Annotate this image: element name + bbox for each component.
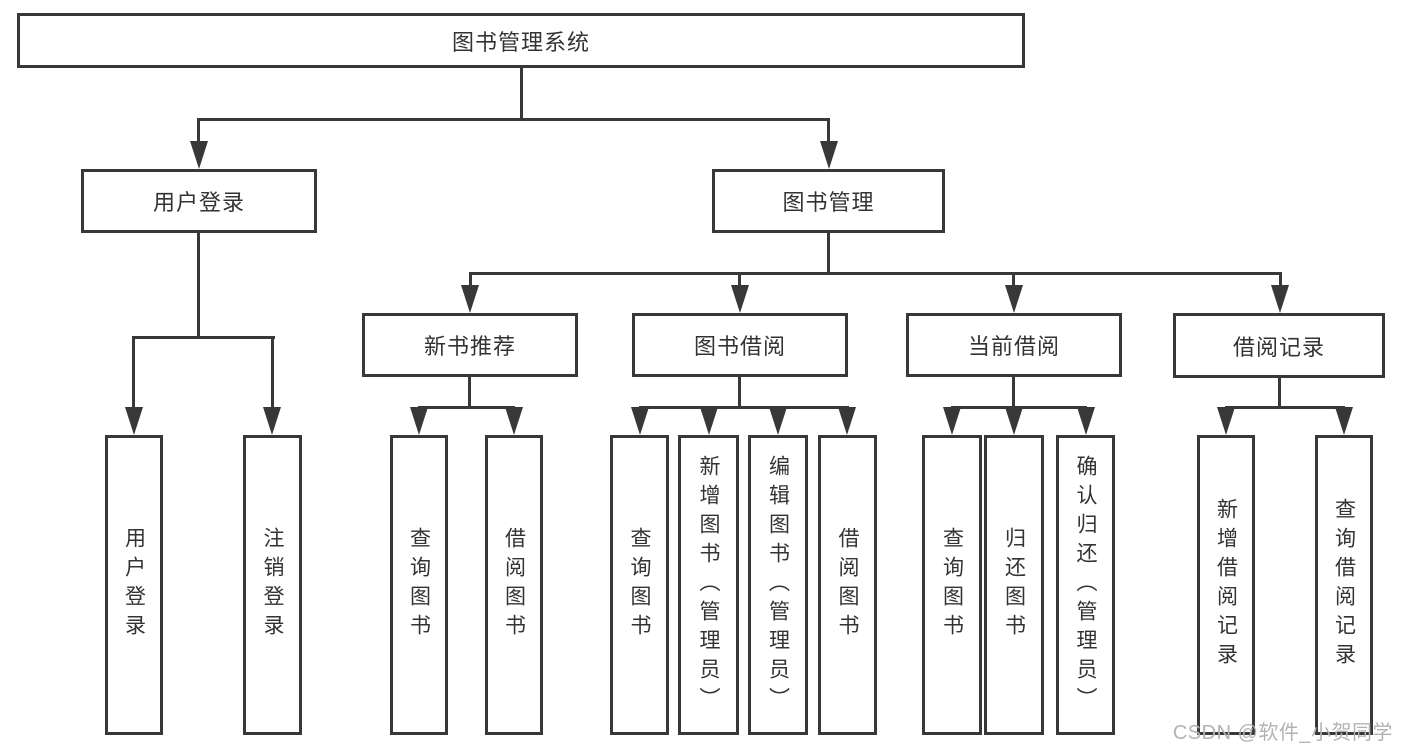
leaf-borrow-books-1-label: 借阅图书 (502, 527, 526, 643)
arrow-into-confirm-return (1077, 407, 1095, 435)
arrow-into-edit-books (769, 407, 787, 435)
arrow-into-borrow-books-2 (838, 407, 856, 435)
node-book-management-label: 图书管理 (782, 190, 875, 215)
arrow-into-query-books-1 (410, 407, 428, 435)
arrow-into-user-login (190, 141, 208, 169)
connector-book-mgmt-down (827, 233, 830, 275)
node-current-borrowing: 当前借阅 (906, 313, 1122, 377)
leaf-query-books-2: 查询图书 (610, 435, 669, 735)
connector-stem-borrow-records (1279, 272, 1282, 289)
leaf-edit-books-admin: 编辑图书（管理员） (748, 435, 808, 735)
connector-borrow-records-down (1278, 378, 1281, 409)
connector-user-login-down (197, 233, 200, 339)
arrow-into-current-borrow (1005, 285, 1023, 313)
connector-new-books-down (468, 377, 471, 409)
node-root-label: 图书管理系统 (451, 29, 590, 55)
leaf-query-borrow-record-label: 查询借阅记录 (1332, 498, 1356, 672)
arrow-into-return-books (1005, 407, 1023, 435)
node-new-book-recommend-label: 新书推荐 (423, 334, 516, 359)
leaf-query-books-3-label: 查询图书 (940, 527, 964, 643)
leaf-edit-books-admin-label: 编辑图书（管理员） (766, 454, 790, 716)
connector-stem-logout-leaf (271, 336, 274, 411)
leaf-return-books-label: 归还图书 (1002, 527, 1026, 643)
leaf-borrow-books-1: 借阅图书 (485, 435, 543, 735)
arrow-into-borrow-records (1271, 285, 1289, 313)
leaf-confirm-return-admin: 确认归还（管理员） (1056, 435, 1115, 735)
connector-level3-branch (469, 272, 1282, 275)
connector-new-books-branch (418, 406, 515, 409)
leaf-add-borrow-record: 新增借阅记录 (1197, 435, 1255, 735)
node-book-management: 图书管理 (712, 169, 945, 233)
arrow-into-borrow-books-1 (505, 407, 523, 435)
connector-current-borrow-down (1012, 377, 1015, 409)
leaf-add-books-admin-label: 新增图书（管理员） (697, 454, 720, 716)
arrow-into-new-books (461, 285, 479, 313)
arrow-into-query-record (1335, 407, 1353, 435)
connector-stem-book-mgmt (827, 118, 830, 145)
arrow-into-login-leaf (125, 407, 143, 435)
connector-level2-branch (197, 118, 830, 121)
csdn-watermark: CSDN @软件_小贺同学 (1172, 722, 1393, 744)
leaf-query-borrow-record: 查询借阅记录 (1315, 435, 1373, 735)
arrow-into-query-books-3 (943, 407, 961, 435)
node-user-login: 用户登录 (81, 169, 317, 233)
leaf-user-login: 用户登录 (105, 435, 163, 735)
node-current-borrowing-label: 当前借阅 (967, 334, 1060, 359)
node-root: 图书管理系统 (17, 13, 1025, 68)
node-book-borrowing: 图书借阅 (632, 313, 848, 377)
connector-stem-user-login (197, 118, 200, 145)
leaf-query-books-2-label: 查询图书 (628, 527, 651, 643)
leaf-borrow-books-2-label: 借阅图书 (836, 527, 859, 643)
leaf-query-books-1-label: 查询图书 (407, 527, 431, 643)
connector-root-down (520, 68, 523, 120)
connector-user-login-branch (133, 336, 275, 339)
connector-stem-new-books (469, 272, 472, 289)
node-borrowing-records-label: 借阅记录 (1232, 334, 1325, 360)
leaf-query-books-3: 查询图书 (922, 435, 982, 735)
node-book-borrowing-label: 图书借阅 (693, 334, 786, 359)
connector-borrow-records-branch (1225, 406, 1345, 409)
leaf-logout-label: 注销登录 (261, 527, 284, 643)
leaf-add-borrow-record-label: 新增借阅记录 (1214, 498, 1238, 672)
arrow-into-book-mgmt (820, 141, 838, 169)
node-borrowing-records: 借阅记录 (1173, 313, 1385, 378)
node-user-login-label: 用户登录 (152, 190, 245, 215)
leaf-return-books: 归还图书 (984, 435, 1044, 735)
connector-stem-login-leaf (132, 336, 135, 411)
leaf-confirm-return-admin-label: 确认归还（管理员） (1074, 454, 1097, 716)
connector-stem-book-borrow (738, 272, 741, 289)
arrow-into-add-books (700, 407, 718, 435)
connector-book-borrow-branch (639, 406, 849, 409)
connector-stem-current-borrow (1012, 272, 1015, 289)
node-new-book-recommend: 新书推荐 (362, 313, 578, 377)
arrow-into-add-record (1217, 407, 1235, 435)
leaf-query-books-1: 查询图书 (390, 435, 448, 735)
leaf-borrow-books-2: 借阅图书 (818, 435, 877, 735)
leaf-add-books-admin: 新增图书（管理员） (678, 435, 739, 735)
connector-book-borrow-down (738, 377, 741, 409)
arrow-into-query-books-2 (631, 407, 649, 435)
arrow-into-logout-leaf (263, 407, 281, 435)
leaf-user-login-label: 用户登录 (122, 527, 146, 643)
leaf-logout: 注销登录 (243, 435, 302, 735)
arrow-into-book-borrow (731, 285, 749, 313)
